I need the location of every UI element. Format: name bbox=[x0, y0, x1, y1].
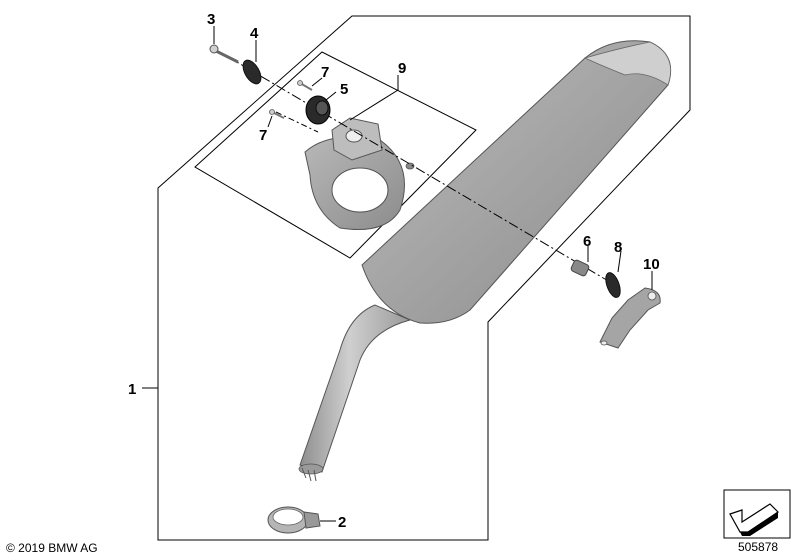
callout-6: 6 bbox=[583, 233, 591, 250]
callout-1: 1 bbox=[128, 381, 136, 398]
leader-lines bbox=[142, 26, 653, 522]
direction-arrow-icon bbox=[723, 489, 791, 539]
assembly-axis-line-small bbox=[275, 111, 319, 133]
callout-10: 10 bbox=[643, 256, 660, 273]
mounting-strap bbox=[304, 117, 415, 231]
callout-7: 7 bbox=[259, 127, 267, 144]
callout-7: 7 bbox=[321, 64, 329, 81]
callout-5: 5 bbox=[340, 81, 348, 98]
spacer bbox=[570, 259, 590, 277]
callout-3: 3 bbox=[207, 11, 215, 28]
bolt bbox=[269, 109, 285, 119]
copyright-text: © 2019 BMW AG bbox=[6, 541, 98, 555]
assembly-axis-line bbox=[229, 57, 611, 283]
washer bbox=[605, 272, 621, 298]
bracket-group-frame bbox=[194, 51, 477, 259]
callout-2: 2 bbox=[338, 514, 346, 531]
washer bbox=[242, 59, 262, 85]
assembly-frame bbox=[157, 15, 691, 541]
holder-bracket bbox=[599, 287, 661, 349]
callout-4: 4 bbox=[250, 25, 259, 42]
bolt bbox=[297, 80, 313, 91]
exhaust-silencer bbox=[298, 40, 672, 482]
document-number: 505878 bbox=[738, 540, 779, 554]
clamp bbox=[267, 506, 321, 534]
bolt bbox=[209, 44, 239, 64]
callout-9: 9 bbox=[398, 60, 406, 77]
callout-8: 8 bbox=[614, 239, 622, 256]
rubber-grommet bbox=[305, 95, 331, 125]
